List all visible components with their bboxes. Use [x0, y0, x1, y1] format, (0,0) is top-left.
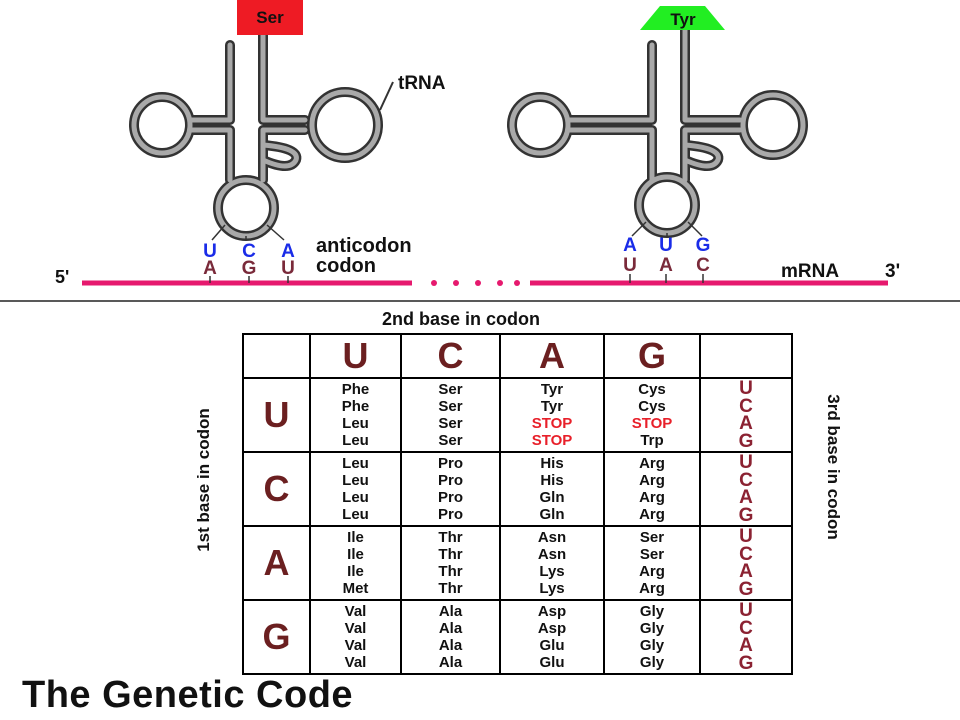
tyr-box [640, 6, 725, 30]
trna-tyr: Tyr A U G U A C [507, 6, 808, 276]
second-base-header: A [499, 333, 605, 379]
codon-base: U [623, 255, 637, 276]
codon-label: codon [316, 255, 376, 277]
mrna-label: mRNA [781, 261, 839, 282]
second-base-label: 2nd base in codon [382, 309, 541, 329]
codon-base: C [696, 255, 710, 276]
ser-label: Ser [256, 8, 284, 27]
first-base-cell: G [242, 599, 311, 675]
anticodon-base: U [659, 235, 673, 256]
mrna-strand: 5' mRNA 3' [55, 261, 900, 287]
codon-base: U [281, 258, 295, 279]
second-base-header: C [400, 333, 501, 379]
trna-label: tRNA [398, 73, 446, 94]
anticodon-base: A [623, 235, 637, 256]
first-base-cell: A [242, 525, 311, 601]
header-row: U C A G [242, 333, 793, 379]
anticodon-base: C [242, 241, 256, 262]
third-base-label: 3rd base in codon [824, 394, 843, 540]
codon-base: A [203, 258, 217, 279]
first-base-cell: C [242, 451, 311, 527]
anticodon-base: G [696, 235, 711, 256]
second-base-header: U [309, 333, 402, 379]
page-title: The Genetic Code [22, 674, 354, 716]
second-base-header: G [603, 333, 701, 379]
corner-cell [242, 333, 311, 379]
anticodon-base: A [281, 241, 295, 262]
tyr-label: Tyr [670, 10, 696, 29]
first-base-label: 1st base in codon [194, 408, 213, 552]
first-base-cell: U [242, 377, 311, 453]
three-prime-label: 3' [885, 261, 900, 282]
codon-base: G [242, 258, 257, 279]
anticodon-base: U [203, 241, 217, 262]
codon-base: A [659, 255, 673, 276]
five-prime-label: 5' [55, 267, 69, 287]
trna-ser: Ser U C A A G U [129, 0, 383, 279]
anticodon-label: anticodon [316, 235, 412, 257]
translation-diagram: Ser U C A A G U tRNA anticodon codon [0, 0, 960, 302]
ser-box [237, 0, 303, 35]
corner-cell [699, 333, 793, 379]
